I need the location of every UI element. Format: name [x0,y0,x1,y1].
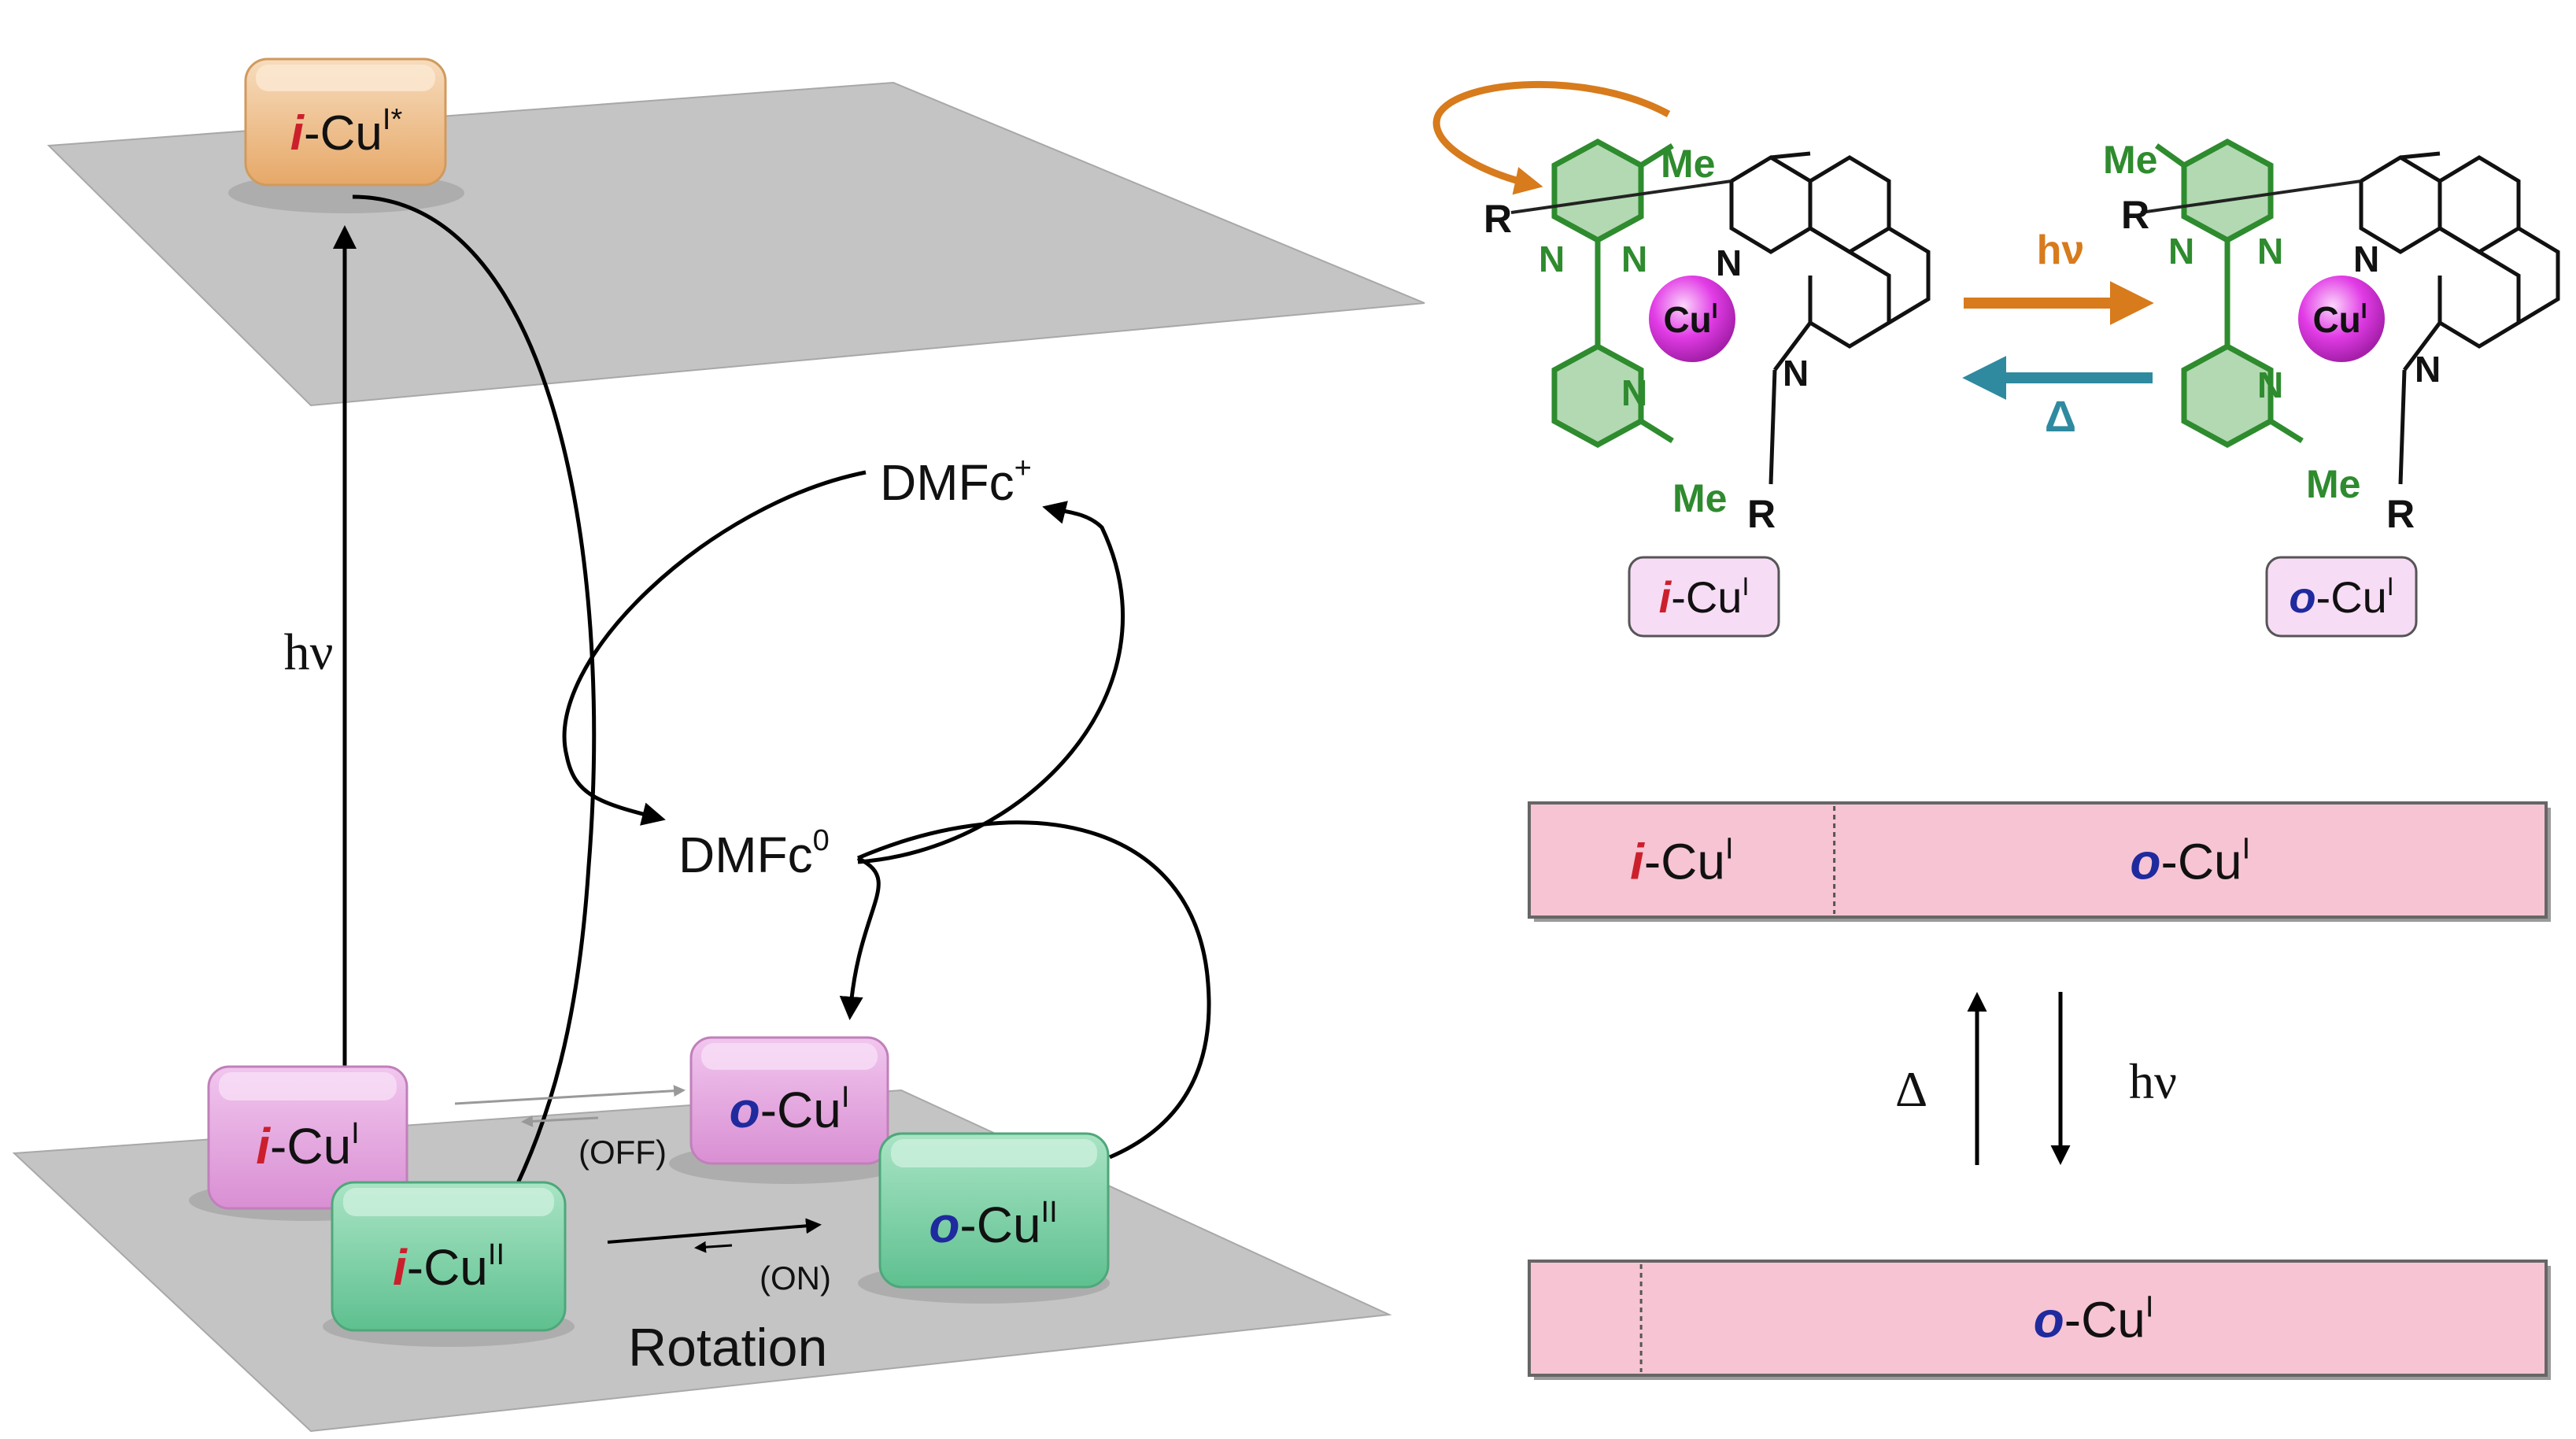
population-bar-top: i-CuI o-CuI [1528,801,2551,922]
off-reverse-arrow [521,1115,599,1127]
svg-text:CuI: CuI [2312,298,2367,340]
bottom-bar-segment-label: o-CuI [2034,1291,2154,1348]
dmfc-plus-label: DMFc+ [880,452,1032,511]
off-forward-arrow [454,1085,686,1105]
svg-text:N: N [2257,364,2283,405]
top-bar-segment-label: o-CuI [2130,833,2250,890]
svg-text:R: R [1484,197,1512,241]
bottom-bar-frame [1528,1260,2548,1377]
on-label: (ON) [759,1260,831,1297]
svg-text:N: N [2257,231,2283,272]
box-i-cu-excited: i-CuI* [244,57,447,187]
structure-equilibrium: Me Me R R N N N N N CuI i-CuI hν Δ [1432,80,2560,638]
structure-o-cu: Me Me R R N N N N N CuI o-CuI [2103,138,2560,638]
box-o-cu2: o-CuII [878,1132,1110,1289]
energy-diagram: i-CuI* hν DMFc+ DMFc0 i-CuI o-CuI (OFF) [12,57,1425,1433]
population-bars: i-CuI o-CuI Δ hν o-CuI [1528,801,2551,1380]
box-o-cu1-label: o-CuI [730,1081,850,1138]
off-label: (OFF) [578,1134,667,1171]
label-box-o-cu: o-CuI [2265,556,2418,638]
svg-text:Me: Me [2103,138,2157,182]
svg-text:N: N [1621,372,1647,413]
box-i-cu2: i-CuII [331,1181,567,1332]
dmfc-oxidation-arc [562,470,867,826]
reverse-delta-label: Δ [2045,391,2076,441]
forward-hv-label: hν [2037,228,2085,273]
svg-text:CuI: CuI [1663,298,1717,340]
svg-text:R: R [1747,492,1776,536]
on-reverse-arrow [694,1241,733,1253]
box-i-cu1-label: i-CuI [256,1117,359,1175]
delta-label: Δ [1895,1061,1927,1117]
cu-sphere-right [2298,276,2385,362]
svg-text:N: N [1716,242,1742,283]
svg-text:N: N [1621,239,1647,279]
svg-text:Me: Me [1672,476,1727,520]
label-box-i-cu: i-CuI [1628,556,1780,638]
svg-text:Me: Me [2306,462,2360,506]
svg-text:N: N [2168,231,2194,272]
svg-text:N: N [2415,349,2441,390]
svg-text:N: N [1539,239,1565,279]
rotation-curl-arrow [1432,80,1671,195]
svg-text:Me: Me [1661,142,1715,186]
population-bar-bottom: o-CuI [1528,1260,2551,1380]
box-o-cu1: o-CuI [689,1036,889,1165]
box-i-cu1: i-CuI [207,1065,408,1210]
hv-label: hν [284,623,334,681]
svg-text:R: R [2386,492,2415,536]
on-forward-arrow [607,1218,822,1244]
top-bar-frame [1528,801,2548,919]
structure-i-cu: Me Me R R N N N N N CuI i-CuI [1432,80,1931,638]
box-o-cu2-label: o-CuII [929,1196,1057,1253]
svg-text:N: N [1783,353,1809,394]
electron-transfer-arrow [352,194,597,1209]
rotation-label: Rotation [628,1318,827,1378]
dmfc-reduction-arc [857,501,1125,864]
hv-label-right: hν [2129,1053,2177,1109]
box-i-cu-excited-label: i-CuI* [290,103,403,161]
dmfc-to-ocu1-arc [857,820,1211,1160]
cu-sphere-left [1649,276,1735,362]
dmfc-into-ocu1-arrow [839,856,881,1020]
top-bar-segment-label: i-CuI [1630,833,1733,890]
svg-text:o-CuI: o-CuI [2289,572,2393,622]
box-i-cu2-label: i-CuII [393,1238,504,1296]
svg-text:i-CuI: i-CuI [1659,572,1750,622]
svg-text:R: R [2121,193,2149,237]
dmfc-zero-label: DMFc0 [678,824,830,883]
svg-text:N: N [2353,239,2379,279]
